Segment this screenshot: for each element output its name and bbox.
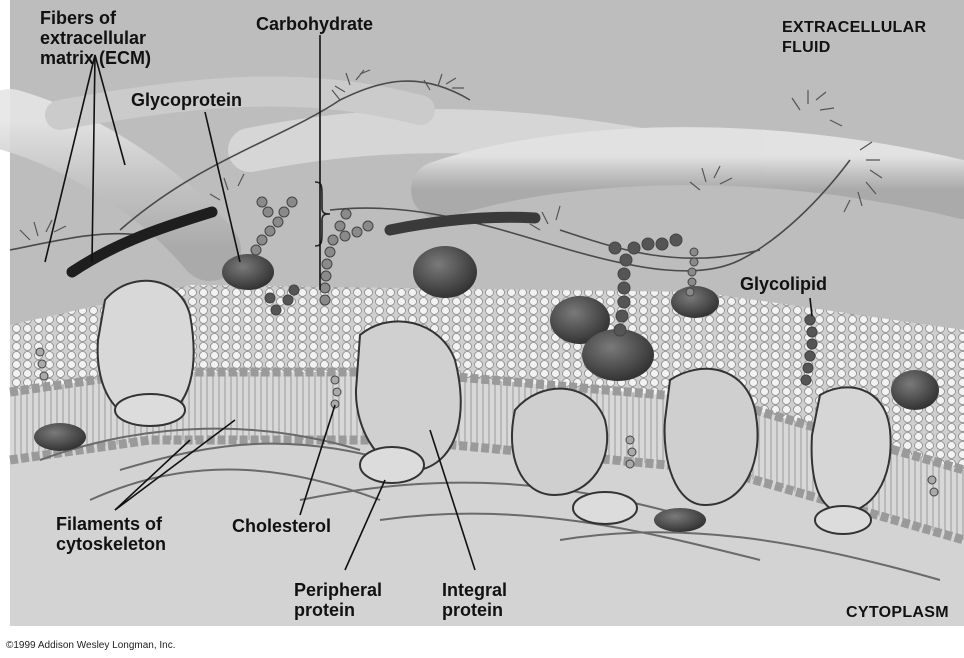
label-integral-protein: Integral protein: [442, 580, 507, 620]
label-glycolipid: Glycolipid: [740, 274, 827, 294]
label-glycoprotein: Glycoprotein: [131, 90, 242, 110]
label-filaments-cytoskeleton: Filaments of cytoskeleton: [56, 514, 166, 554]
label-fibers-ecm: Fibers of extracellular matrix (ECM): [40, 8, 151, 68]
label-cholesterol: Cholesterol: [232, 516, 331, 536]
label-carbohydrate: Carbohydrate: [256, 14, 373, 34]
label-cytoplasm: CYTOPLASM: [846, 603, 949, 623]
copyright-notice: ©1999 Addison Wesley Longman, Inc.: [6, 640, 176, 651]
label-peripheral-protein: Peripheral protein: [294, 580, 382, 620]
label-extracellular-fluid: EXTRACELLULAR FLUID: [782, 18, 926, 58]
